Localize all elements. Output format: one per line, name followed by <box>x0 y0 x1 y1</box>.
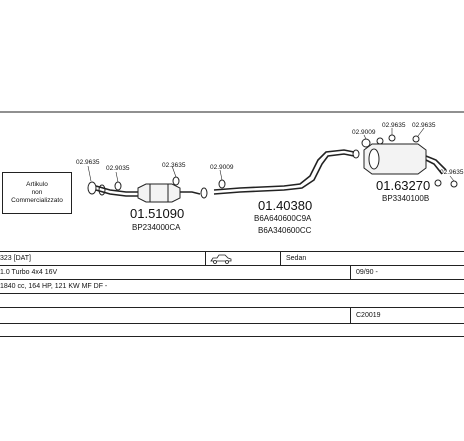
table-line <box>0 279 464 280</box>
table-line <box>0 323 464 324</box>
part-ref-2b: B6A340600CC <box>258 226 312 235</box>
production-date: 09/90 - <box>356 269 378 276</box>
exhaust-diagram: 02.9635 02.9035 02.3635 02.9009 02.9009 … <box>0 111 464 235</box>
note-line-3: Commercializzato <box>11 197 63 204</box>
table-line <box>0 336 464 337</box>
middle-pipe <box>213 149 355 195</box>
body-type: Sedan <box>286 255 307 262</box>
engine-type: 1.0 Turbo 4x4 16V <box>0 269 58 276</box>
table-line <box>0 265 464 266</box>
vehicle-model: 323 [DAT] <box>0 255 31 262</box>
note-line-2: non <box>31 189 43 196</box>
part-ref-1: BP234000CA <box>132 223 181 232</box>
part-ref-3: BP3340100B <box>382 194 429 203</box>
catalyst-part <box>137 183 181 203</box>
fitting-code-5: 02.9009 <box>352 129 376 136</box>
table-divider <box>350 265 351 279</box>
fitting-code-2: 02.9035 <box>106 165 130 172</box>
table-divider <box>280 251 281 265</box>
part-code-3: 01.63270 <box>376 178 430 193</box>
catalog-code: C20019 <box>356 312 381 319</box>
fitting-code-3: 02.3635 <box>162 162 186 169</box>
front-pipe <box>95 185 138 197</box>
car-icon <box>210 254 232 264</box>
fitting-code-8: 02.9635 <box>440 169 464 176</box>
not-commercialized-note: Artikulo non Commercializzato <box>2 172 72 214</box>
fitting-code-1: 02.9635 <box>76 159 100 166</box>
part-ref-2a: B6A640600C9A <box>254 214 312 223</box>
fitting-code-4: 02.9009 <box>210 164 234 171</box>
table-divider <box>205 251 206 265</box>
part-code-2: 01.40380 <box>258 198 312 213</box>
part-code-1: 01.51090 <box>130 206 184 221</box>
fitting-code-7: 02.9635 <box>412 122 436 129</box>
table-divider <box>350 307 351 323</box>
table-line <box>0 293 464 294</box>
rear-muffler <box>363 143 427 175</box>
fitting-code-6: 02.9635 <box>382 122 406 129</box>
note-line-1: Artikulo <box>26 181 48 188</box>
engine-spec: 1840 cc, 164 HP, 121 KW MF DF - <box>0 283 108 290</box>
table-line <box>0 251 464 252</box>
table-line <box>0 307 464 308</box>
